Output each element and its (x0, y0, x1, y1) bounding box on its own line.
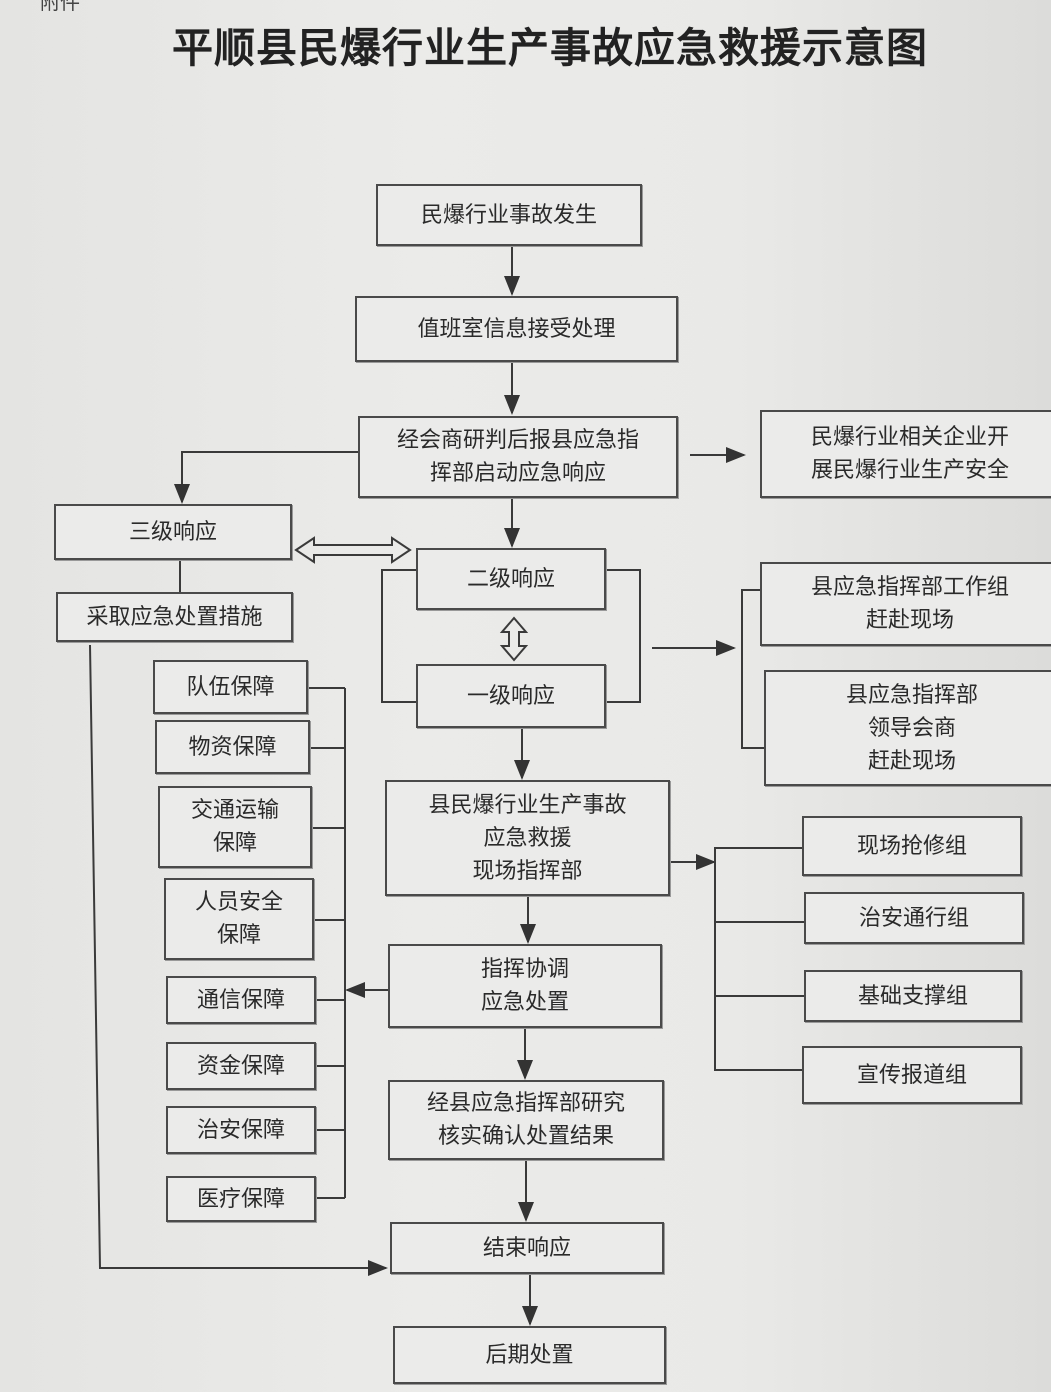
node-coordinate: 指挥协调 应急处置 (388, 944, 662, 1028)
node-level1: 一级响应 (416, 664, 606, 728)
node-accident: 民爆行业事故发生 (376, 184, 642, 246)
node-duty-room: 值班室信息接受处理 (355, 296, 678, 362)
node-confirm: 经县应急指挥部研究 核实确认处置结果 (388, 1080, 664, 1160)
page-title: 平顺县民爆行业生产事故应急救援示意图 (172, 24, 928, 72)
group-publicity: 宣传报道组 (802, 1046, 1022, 1104)
guarantee-personnel-safety: 人员安全 保障 (164, 878, 314, 960)
node-leaders: 县应急指挥部 领导会商 赶赴现场 (764, 670, 1051, 786)
node-aftermath: 后期处置 (393, 1326, 666, 1384)
node-measures: 采取应急处置措施 (56, 592, 293, 642)
group-traffic-security: 治安通行组 (804, 892, 1024, 944)
guarantee-funding: 资金保障 (166, 1042, 316, 1090)
node-enterprise: 民爆行业相关企业开 展民爆行业生产安全 (760, 410, 1051, 498)
guarantee-communication: 通信保障 (166, 976, 316, 1024)
guarantee-team: 队伍保障 (153, 660, 308, 714)
node-end-response: 结束响应 (390, 1222, 664, 1274)
guarantee-materials: 物资保障 (155, 720, 310, 774)
node-field-hq: 县民爆行业生产事故 应急救援 现场指挥部 (385, 780, 670, 896)
node-work-group: 县应急指挥部工作组 赶赴现场 (760, 562, 1051, 646)
node-level2: 二级响应 (416, 548, 606, 610)
attachment-label: 附件 (40, 0, 80, 14)
guarantee-security: 治安保障 (166, 1106, 316, 1154)
node-level3: 三级响应 (54, 504, 292, 560)
guarantee-medical: 医疗保障 (166, 1176, 316, 1222)
node-consult: 经会商研判后报县应急指 挥部启动应急响应 (358, 416, 678, 498)
group-repair: 现场抢修组 (802, 816, 1022, 876)
guarantee-transport: 交通运输 保障 (158, 786, 312, 868)
group-infrastructure: 基础支撑组 (804, 970, 1022, 1022)
